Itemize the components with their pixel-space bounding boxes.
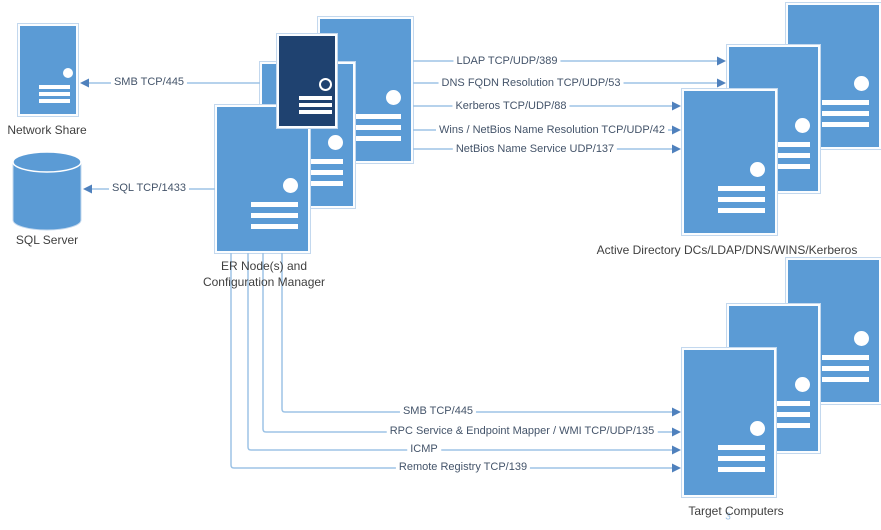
connector-label-ldap: LDAP TCP/UDP/389 xyxy=(453,55,561,67)
connector-label-rpc-wmi: RPC Service & Endpoint Mapper / WMI TCP/… xyxy=(386,425,658,437)
server-led-icon xyxy=(854,76,869,91)
connector-label-wins: Wins / NetBios Name Resolution TCP/UDP/4… xyxy=(436,124,668,136)
server-vents-icon xyxy=(251,202,298,229)
server-led-icon xyxy=(283,178,298,193)
connector-label-kerberos: Kerberos TCP/UDP/88 xyxy=(452,100,570,112)
connector-label-netbios: NetBios Name Service UDP/137 xyxy=(452,143,618,155)
page-number-artifact: 3 xyxy=(725,511,731,523)
server-led-icon xyxy=(328,135,343,150)
server-led-icon xyxy=(319,78,332,91)
er-config-label-line2: Configuration Manager xyxy=(202,275,326,289)
server-led-icon xyxy=(750,162,765,177)
connector-label-smb-share: SMB TCP/445 xyxy=(110,76,188,88)
er-config-server-front xyxy=(215,105,310,253)
server-led-icon xyxy=(854,331,869,346)
arrowhead-right-icon xyxy=(672,144,681,154)
arrowhead-right-icon xyxy=(717,56,726,66)
sql-server-label: SQL Server xyxy=(15,233,79,247)
er-config-label-line1: ER Node(s) and xyxy=(220,259,308,273)
server-vents-icon xyxy=(718,186,765,213)
arrowhead-right-icon xyxy=(672,463,681,473)
connector-rpc-wmi xyxy=(262,253,681,437)
network-share-server xyxy=(18,24,78,116)
server-vents-icon xyxy=(39,85,70,103)
server-led-icon xyxy=(750,421,765,436)
connector-label-smb-target: SMB TCP/445 xyxy=(399,405,477,417)
server-vents-icon xyxy=(354,114,401,141)
arrowhead-right-icon xyxy=(672,125,681,135)
er-config-label: ER Node(s) and Configuration Manager xyxy=(203,258,325,290)
arrowhead-right-icon xyxy=(672,427,681,437)
server-vents-icon xyxy=(299,96,332,114)
connector-smb-target xyxy=(281,253,681,417)
connector-label-remote-registry: Remote Registry TCP/139 xyxy=(395,461,531,473)
arrowhead-left-icon xyxy=(80,78,89,88)
arrowhead-right-icon xyxy=(672,407,681,417)
server-vents-icon xyxy=(718,445,765,472)
er-config-server-dark xyxy=(277,34,337,128)
connector-remote-registry xyxy=(230,253,681,473)
target-computers-label: Target Computers xyxy=(688,504,784,518)
connector-label-icmp: ICMP xyxy=(407,443,441,455)
connector-label-dns: DNS FQDN Resolution TCP/UDP/53 xyxy=(438,77,624,89)
target-server-front xyxy=(682,348,776,497)
server-led-icon xyxy=(795,377,810,392)
arrowhead-right-icon xyxy=(672,445,681,455)
server-led-icon xyxy=(386,90,401,105)
arrowhead-right-icon xyxy=(672,101,681,111)
server-vents-icon xyxy=(822,100,869,127)
connector-icmp xyxy=(247,253,681,455)
server-led-icon xyxy=(795,118,810,133)
server-led-icon xyxy=(63,68,73,78)
server-vents-icon xyxy=(822,355,869,382)
network-share-label: Network Share xyxy=(7,123,87,137)
sql-database-cylinder-icon xyxy=(12,151,82,231)
ad-server-front xyxy=(682,89,777,235)
connector-label-sql: SQL TCP/1433 xyxy=(109,182,189,194)
arrowhead-left-icon xyxy=(83,184,92,194)
arrowhead-right-icon xyxy=(717,78,726,88)
active-directory-label: Active Directory DCs/LDAP/DNS/WINS/Kerbe… xyxy=(596,243,858,257)
